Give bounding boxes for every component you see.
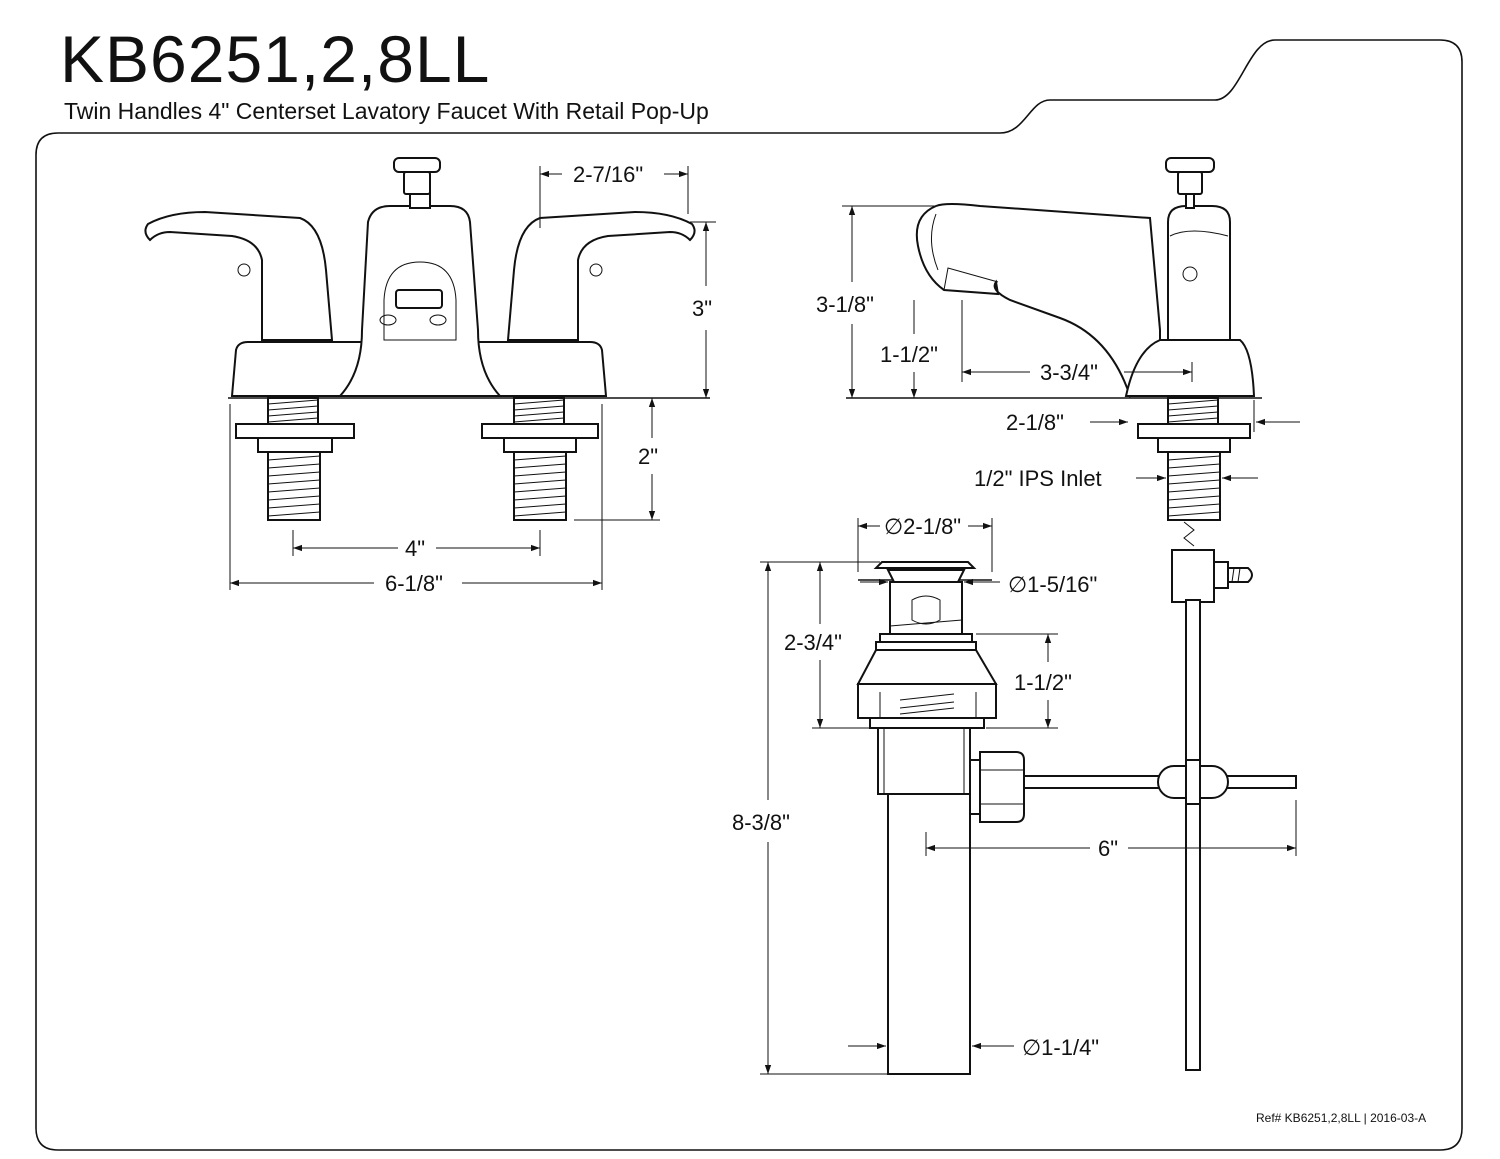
clamp-screw-head: [1213, 561, 1229, 589]
drain-tailpipe: [887, 793, 971, 1075]
dim-spout-reach: 3-3/4": [1040, 360, 1098, 385]
drain-flange-lip: [886, 569, 966, 583]
dim-shank-length: 2": [638, 444, 658, 469]
side-view: 3-1/8" 1-1/2" 3-3/4" 2-1/8" 1/2" IPS Inl…: [816, 157, 1300, 1071]
dim-spout-height: 1-1/2": [880, 342, 938, 367]
side-body-screw: [1182, 266, 1198, 282]
drain-stopper-body: [889, 581, 963, 635]
right-shank: [481, 397, 599, 521]
dim-drain-length: 8-3/8": [732, 810, 790, 835]
popup-stem-front: [403, 171, 431, 195]
dim-spout-offset: 2-7/16": [573, 162, 643, 187]
left-shank: [235, 397, 355, 521]
side-shank-washer: [1137, 423, 1251, 439]
drain-gasket-2: [875, 641, 977, 651]
popup-rod-side: [1185, 193, 1195, 209]
right-handle: [506, 210, 696, 341]
reference-code: Ref# KB6251,2,8LL | 2016-03-A: [1256, 1111, 1427, 1125]
dim-drain-body-height: 2-3/4": [784, 630, 842, 655]
side-body: [1167, 205, 1231, 341]
sheet-border: [35, 39, 1463, 1151]
popup-drain-view: ∅2-1/8" ∅1-5/16" 2-3/4" 1-1/2" 8-3/8": [732, 514, 1297, 1075]
dim-side-height: 3-1/8": [816, 292, 874, 317]
side-aerator: [943, 267, 999, 291]
dim-base-width: 2-1/8": [1006, 410, 1064, 435]
pivot-nut: [979, 751, 1025, 823]
dim-height: 3": [692, 296, 712, 321]
dim-overall-width: 6-1/8": [385, 571, 443, 596]
drain-body: [877, 727, 971, 795]
lift-rod-link: [1183, 521, 1195, 547]
drain-cone: [856, 649, 998, 685]
right-handle-screw: [589, 263, 603, 277]
left-handle-screw: [237, 263, 251, 277]
lift-rod: [1185, 599, 1201, 1071]
side-spout: [915, 203, 1161, 399]
aerator: [395, 289, 443, 309]
drain-stopper-slot: [911, 595, 941, 625]
drain-stopper-thread: [889, 619, 963, 627]
hole-left: [379, 314, 397, 326]
popup-stem-side: [1177, 171, 1203, 195]
hole-right: [429, 314, 447, 326]
rod-clip-cross: [1185, 759, 1201, 805]
side-shank-bottom: [1167, 451, 1221, 521]
dim-nut-height: 1-1/2": [1014, 670, 1072, 695]
dim-flange-diameter: ∅2-1/8": [884, 514, 961, 539]
drain-nut: [857, 683, 997, 719]
spout-opening: [383, 261, 457, 341]
drain-gasket-1: [879, 633, 973, 643]
dim-tail-diameter: ∅1-1/4": [1022, 1035, 1099, 1060]
dim-center-spacing: 4": [405, 536, 425, 561]
lift-rod-clamp: [1171, 549, 1215, 603]
side-shank-nut: [1157, 437, 1231, 453]
popup-knob-side: [1165, 157, 1215, 173]
popup-knob-front: [393, 157, 441, 173]
left-handle: [144, 210, 334, 341]
pivot-washer: [969, 759, 981, 815]
drain-flange-top: [873, 561, 977, 569]
side-spout-edge: [931, 213, 939, 271]
drain-washer: [869, 717, 985, 729]
dim-body-diameter: ∅1-5/16": [1008, 572, 1097, 597]
model-number: KB6251,2,8LL: [60, 22, 491, 96]
side-body-seam: [1169, 230, 1229, 237]
dim-inlet: 1/2" IPS Inlet: [974, 466, 1102, 491]
product-description: Twin Handles 4" Centerset Lavatory Fauce…: [64, 98, 709, 124]
dim-rod-length: 6": [1098, 836, 1118, 861]
front-view: 2-7/16" 3" 2" 4" 6-1/8": [144, 157, 716, 596]
side-base: [1124, 339, 1256, 397]
